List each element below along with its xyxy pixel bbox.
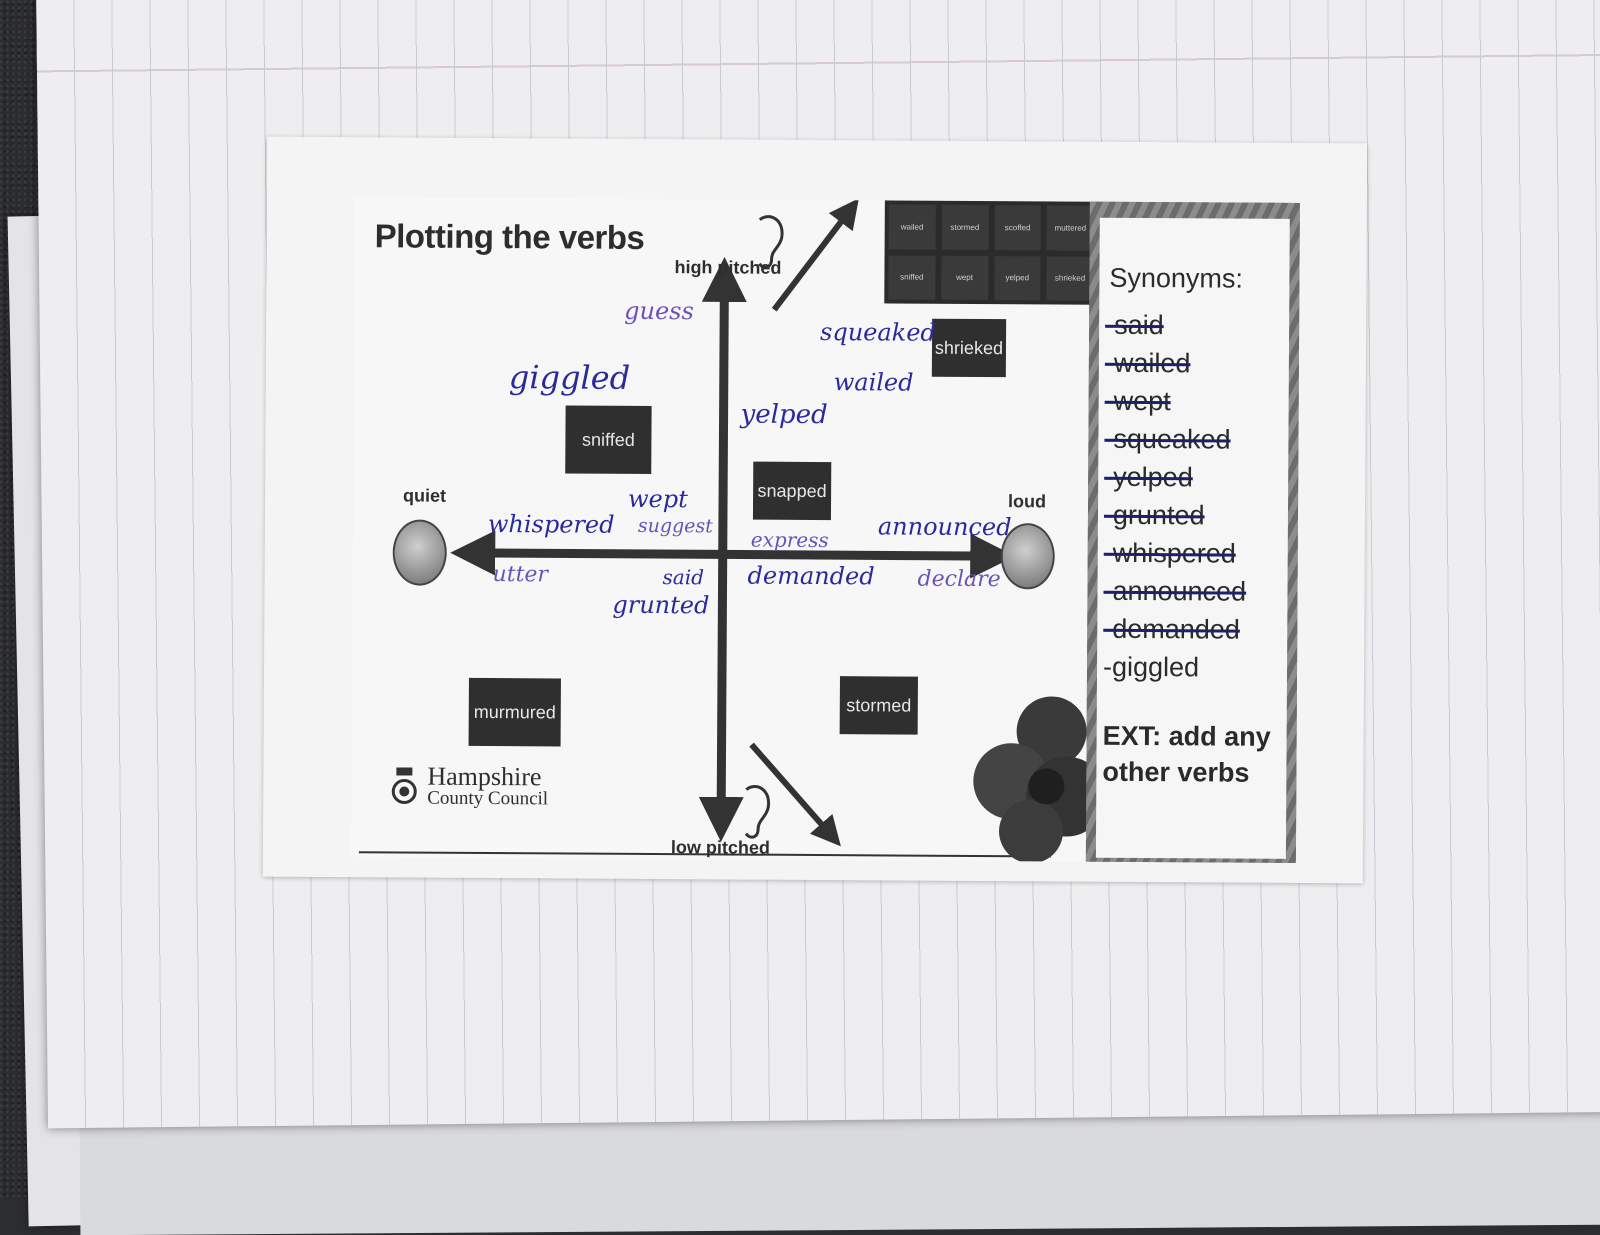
extension-task: EXT: add any other verbs	[1102, 720, 1271, 788]
axis-label-quiet: quiet	[403, 485, 447, 506]
synonym-item: -squeaked	[1104, 423, 1231, 455]
thumb-muttered: muttered	[1046, 205, 1094, 251]
hand-wailed: wailed	[833, 368, 914, 397]
vertical-axis	[698, 256, 747, 842]
synonyms-title: Synonyms:	[1109, 262, 1244, 294]
thumb-sniffed: sniffed	[888, 254, 936, 300]
synonym-item: -giggled	[1102, 651, 1200, 683]
axis-label-loud: loud	[1007, 491, 1047, 512]
verb-box-sniffed: sniffed	[565, 405, 652, 474]
hand-said: said	[662, 565, 705, 590]
flower-image	[973, 696, 1107, 862]
worksheet-card: Plotting the verbs high pitched low pitc…	[262, 136, 1368, 884]
ear-icon-bottom	[744, 785, 771, 839]
diagonal-arrow-down	[749, 742, 841, 847]
horizontal-axis	[450, 530, 1016, 579]
hampshire-logo: Hampshire County Council	[391, 761, 549, 810]
thumb-stormed: stormed	[941, 204, 989, 250]
thumb-wept: wept	[941, 255, 989, 301]
thumb-shrieked: shrieked	[1046, 255, 1094, 301]
synonyms-panel: Synonyms: -said -wailed -wept -squeaked -yel…	[1085, 201, 1300, 863]
hand-wept: wept	[627, 484, 688, 514]
hand-whispered: whispered	[487, 510, 615, 539]
logo-line-2: County Council	[427, 787, 549, 810]
hand-suggest: suggest	[637, 514, 713, 538]
hand-announced: announced	[877, 512, 1012, 542]
synonym-item: -announced	[1103, 575, 1247, 607]
hand-grunted: grunted	[612, 590, 710, 620]
hand-demanded: demanded	[747, 561, 875, 591]
thumb-yelped: yelped	[993, 255, 1041, 301]
axis-label-low: low pitched	[670, 837, 770, 858]
diagonal-arrow-up	[771, 198, 859, 312]
synonym-item: -whispered	[1103, 537, 1236, 569]
hand-express: express	[750, 527, 829, 553]
verb-box-murmured: murmured	[468, 677, 561, 747]
quiet-emoji-icon	[392, 519, 447, 586]
thumb-scoffed: scoffed	[994, 205, 1042, 250]
hand-guess: guess	[624, 296, 694, 326]
hand-utter: utter	[492, 562, 549, 588]
synonym-item: -wept	[1104, 385, 1171, 417]
verb-box-stormed: stormed	[839, 676, 918, 735]
hand-giggled: giggled	[508, 358, 631, 397]
synonym-item: -wailed	[1104, 347, 1191, 379]
thumb-wailed: wailed	[888, 204, 936, 250]
synonym-item: -yelped	[1104, 461, 1193, 493]
synonyms-card: Synonyms: -said -wailed -wept -squeaked -yel…	[1095, 217, 1290, 859]
verb-thumbnail-grid: wailed stormed scoffed muttered sniffed …	[884, 200, 1098, 305]
hand-declare: declare	[917, 566, 1001, 593]
synonym-item: -grunted	[1103, 499, 1205, 531]
worksheet-slide: Plotting the verbs high pitched low pitc…	[350, 197, 1300, 863]
logo-line-1: Hampshire	[427, 761, 542, 792]
synonym-item: -demanded	[1103, 613, 1240, 645]
synonym-item: -said	[1105, 309, 1164, 341]
synonyms-list: -said -wailed -wept -squeaked -yelped -grunte…	[1103, 306, 1248, 687]
verb-box-shrieked: shrieked	[931, 318, 1007, 378]
ear-icon-top	[758, 215, 784, 269]
verb-box-snapped: snapped	[752, 461, 832, 521]
axis-label-high: high pitched	[674, 257, 782, 278]
axes-diagram	[358, 198, 1051, 858]
hand-squeaked: squeaked	[820, 318, 936, 347]
crest-icon	[391, 767, 417, 804]
hand-yelped: yelped	[740, 399, 828, 431]
